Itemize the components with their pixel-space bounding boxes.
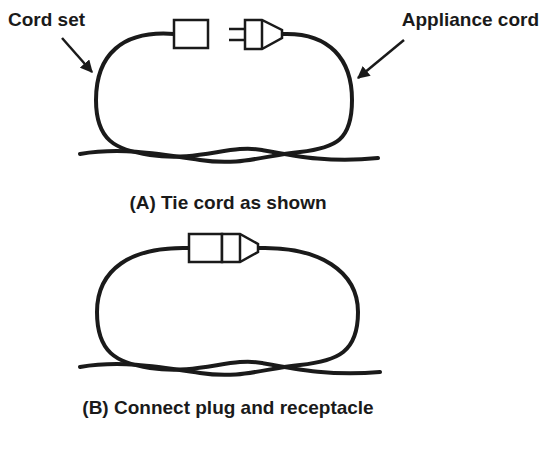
- receptacle: [189, 234, 222, 262]
- callout-label: Cord set: [8, 10, 85, 31]
- leader-arrow: [358, 40, 404, 78]
- plug: [222, 234, 258, 262]
- figure-caption: (B) Connect plug and receptacle: [82, 398, 373, 419]
- figure-a: [80, 34, 378, 162]
- plug-edge: [261, 20, 264, 49]
- receptacle: [174, 20, 208, 48]
- appliance-cord: [80, 248, 358, 375]
- plug-prong: [229, 28, 245, 31]
- plug-body: [245, 20, 282, 49]
- plug-body: [222, 234, 258, 262]
- figure-caption: (A) Tie cord as shown: [129, 193, 326, 214]
- plug-edge: [239, 234, 242, 262]
- plug-prong: [229, 39, 245, 42]
- callout-label: Appliance cord: [402, 10, 539, 31]
- figure-b: [80, 248, 380, 375]
- appliance-cord: [80, 34, 352, 162]
- leader-arrow: [62, 38, 92, 72]
- plug: [229, 20, 282, 49]
